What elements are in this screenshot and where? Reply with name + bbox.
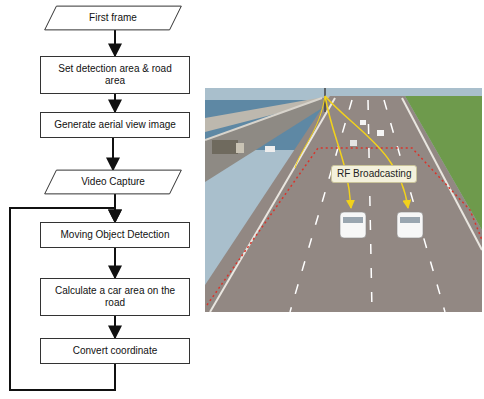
process-box: Generate aerial view image [40,112,190,138]
parallelogram-shape [45,170,182,194]
flow-arrow [114,316,116,338]
node-text: First frame [62,12,164,24]
node-text: Convert coordinate [47,345,183,357]
process-box: Convert coordinate [40,338,190,364]
flow-arrow [114,94,116,112]
process-box: Set detection area & road area [40,56,190,94]
io-parallelogram: First frame [44,6,182,30]
parallelogram-shape [45,6,182,30]
node-text: Moving Object Detection [47,229,183,241]
io-parallelogram: Video Capture [44,170,182,194]
process-box: Calculate a car area on the road [40,278,190,316]
node-text: Calculate a car area on the road [47,285,183,309]
node-text: Set detection area & road area [47,63,183,87]
photo-content [205,88,482,312]
flow-arrow [114,30,116,56]
flow-arrow [112,138,114,170]
photo-label: RF Broadcasting [331,165,417,183]
flow-arrow [114,248,116,278]
process-box: Moving Object Detection [40,222,190,248]
node-text: Generate aerial view image [47,119,183,131]
node-text: Video Capture [62,176,164,188]
